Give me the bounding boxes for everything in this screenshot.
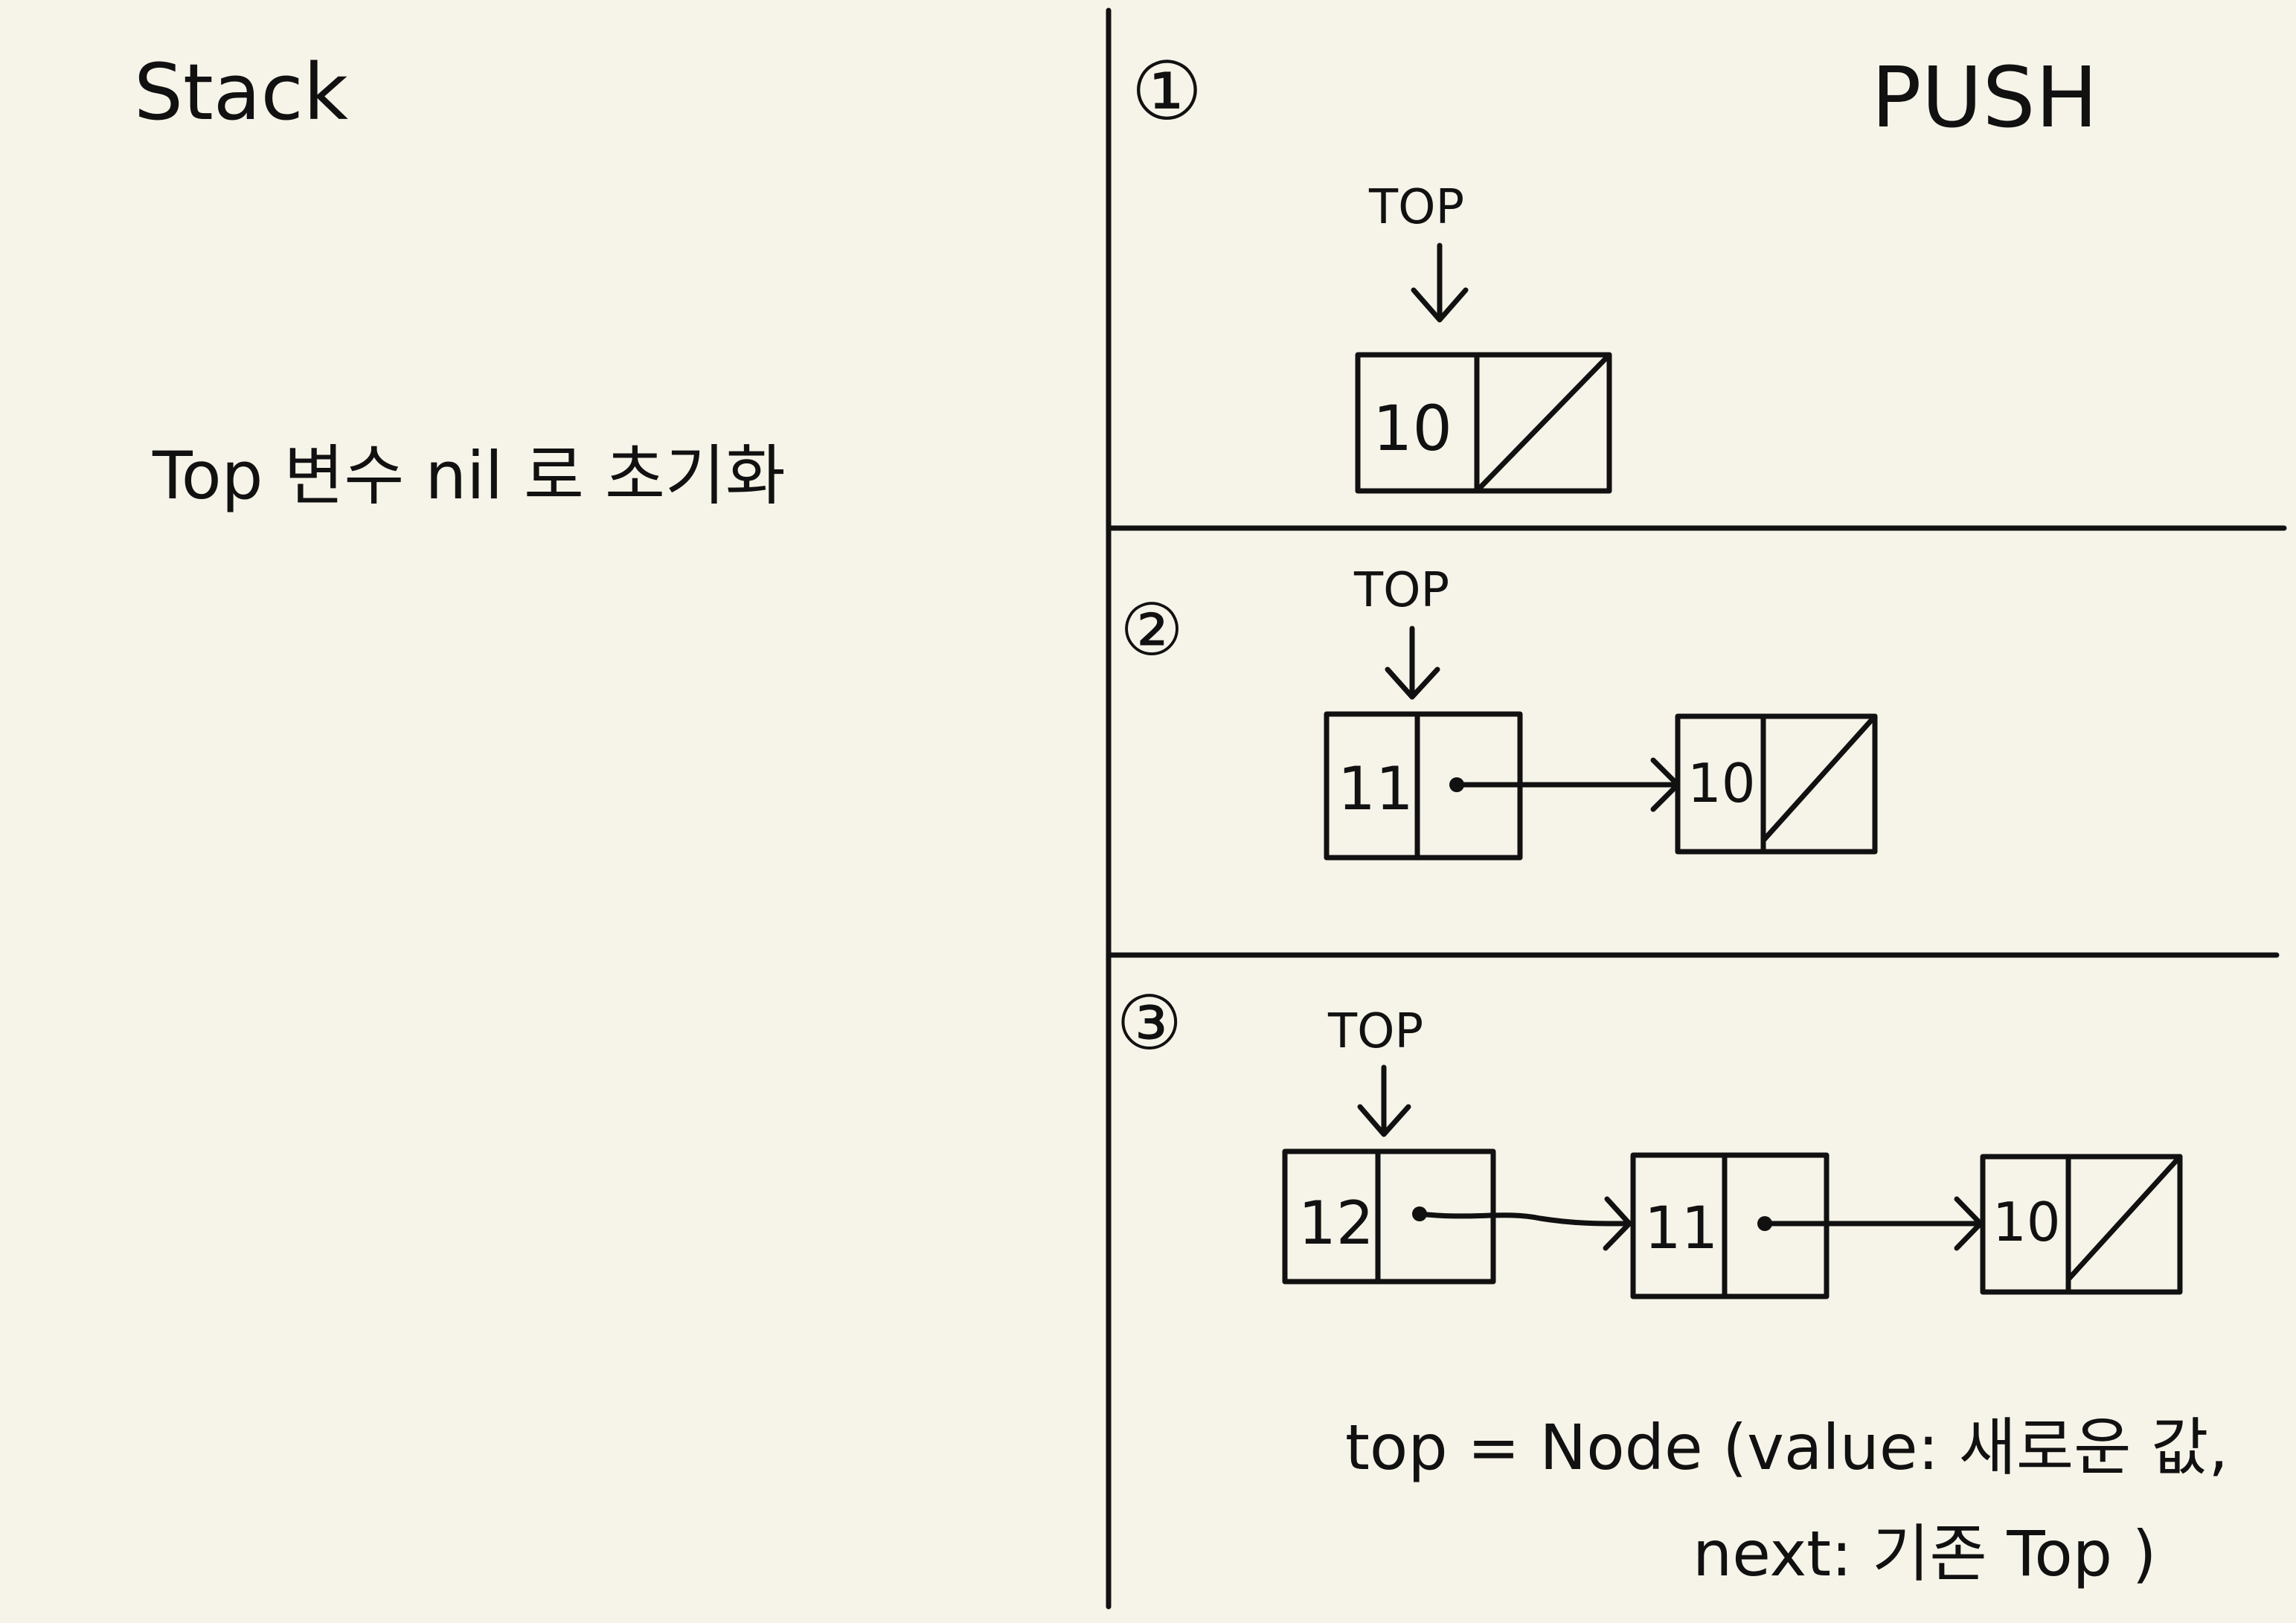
code-line-1: top = Node (value: 새로운 값, (1345, 1411, 2228, 1484)
nil-slash (2065, 1154, 2183, 1282)
step-1-top-label: TOP (1368, 180, 1464, 235)
step-2-top-label: TOP (1353, 563, 1449, 618)
nil-slash (1760, 713, 1878, 843)
step-2-node-1: 11 (1324, 711, 1523, 861)
nil-slash (1474, 352, 1612, 494)
step-1-top-arrow (1411, 242, 1469, 323)
step-2-node-1-value: 11 (1338, 754, 1414, 823)
step-2-node-2: 10 (1675, 713, 1878, 855)
step-2: ② TOP 11 10 (1120, 563, 1878, 861)
step-3-node-3-value: 10 (1992, 1191, 2061, 1253)
step-1-number: ① (1131, 45, 1203, 138)
stack-note: Top 변수 nil 로 초기화 (152, 437, 786, 514)
push-heading: PUSH (1871, 50, 2098, 147)
step-3-number: ③ (1116, 980, 1183, 1067)
step-2-number: ② (1120, 588, 1184, 672)
step-3-node-2-value: 11 (1644, 1195, 1718, 1262)
step-3: ③ TOP 12 11 10 (1116, 980, 2183, 1299)
step-2-link-arrow-1 (1454, 757, 1681, 812)
step-3-link-arrow-2 (1762, 1196, 1984, 1251)
code-line-2: next: 기존 Top ) (1693, 1517, 2157, 1590)
step-2-node-2-value: 10 (1687, 752, 1756, 814)
step-1-node-1-value: 10 (1373, 392, 1452, 465)
step-1: ① TOP 10 (1131, 45, 1612, 494)
stack-title: Stack (134, 47, 348, 138)
step-2-top-arrow (1385, 626, 1440, 700)
step-3-top-arrow (1357, 1064, 1411, 1137)
step-3-link-arrow-1 (1417, 1196, 1632, 1251)
step-1-node-1: 10 (1355, 352, 1612, 494)
step-3-node-3: 10 (1980, 1154, 2183, 1295)
step-3-top-label: TOP (1327, 1004, 1423, 1059)
step-3-node-1-value: 12 (1298, 1189, 1374, 1258)
